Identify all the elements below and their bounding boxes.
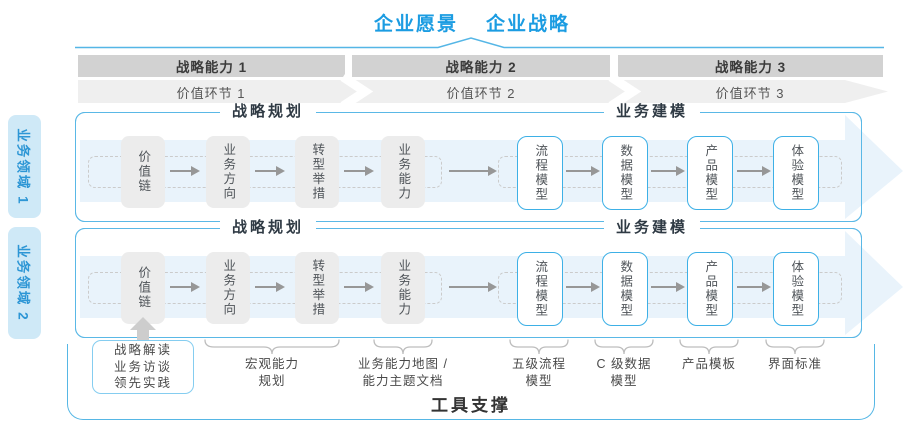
box-business-direction: 业务方向: [206, 252, 250, 324]
annotation-process-model: 五级流程 模型: [511, 357, 567, 388]
flow-arrow-icon: [170, 166, 200, 176]
box-label: 产品模型: [703, 144, 718, 202]
flow-arrow-icon: [255, 282, 285, 292]
brace-icon: [204, 339, 340, 355]
chevron-separator-icon: [340, 73, 374, 110]
section-header-modeling: 业务建模: [603, 103, 701, 121]
box-transformation-initiatives: 转型举措: [295, 252, 339, 324]
brace-icon: [373, 339, 433, 355]
capability-bar-label: 战略能力 1: [175, 60, 248, 75]
flow-arrow-icon: [449, 282, 497, 292]
up-arrow-shaft: [137, 330, 149, 342]
value-band-shape: [78, 80, 888, 103]
box-business-capability: 业务能力: [381, 136, 425, 208]
flow-arrow-icon: [737, 166, 771, 176]
box-process-model: 流程模型: [517, 252, 563, 326]
box-label: 价值链: [136, 266, 151, 310]
flow-arrow-icon: [255, 166, 285, 176]
box-label: 产品模型: [703, 260, 718, 318]
roof-caret-line: [75, 37, 884, 49]
annotation-capability-map: 业务能力地图 / 能力主题文档: [358, 357, 448, 388]
box-label: 转型举措: [310, 259, 325, 317]
page-title: 企业愿景 企业战略: [17, 9, 910, 36]
practice-sources-box: 战略解读 业务访谈 领先实践: [92, 340, 194, 394]
business-domain-1: 业务领域 1: [8, 115, 41, 218]
capability-bar-label: 战略能力 2: [445, 60, 517, 75]
tool-support-label: 工具支撑: [431, 396, 511, 415]
box-label: 数据模型: [618, 144, 633, 202]
box-product-model: 产品模型: [687, 252, 733, 326]
domain-row-2: 价值链 业务方向 转型举措 业务能力 流程模型 数据模型 产品模型 体验模型 战…: [0, 219, 910, 338]
box-label: 业务方向: [221, 259, 236, 317]
box-process-model: 流程模型: [517, 136, 563, 210]
box-label: 业务方向: [221, 143, 236, 201]
business-domain-2: 业务领域 2: [8, 227, 41, 339]
dashed-group-planning: [88, 272, 442, 304]
dashed-group-modeling: [498, 156, 842, 188]
annotation-ui-standard: 界面标准: [767, 357, 823, 371]
flow-arrow-icon: [651, 166, 685, 176]
flow-arrow-icon: [566, 166, 600, 176]
value-link-band: [78, 73, 888, 110]
box-data-model: 数据模型: [602, 136, 648, 210]
box-label: 流程模型: [533, 260, 548, 318]
title-vision: 企业愿景: [373, 14, 458, 35]
flow-arrow-icon: [566, 282, 600, 292]
flow-arrow-icon: [737, 282, 771, 292]
annotation-data-model: C 级数据 模型: [596, 357, 652, 388]
section-header-planning: 战略规划: [219, 103, 317, 121]
annotation-macro-capability: 宏观能力 规划: [244, 357, 300, 388]
tool-support-container: 工具支撑: [67, 344, 875, 420]
annotation-product-template: 产品模板: [681, 357, 737, 371]
box-label: 体验模型: [789, 260, 804, 318]
value-link-label-2: 价值环节 2: [446, 86, 516, 101]
dashed-group-planning: [88, 156, 442, 188]
dashed-group-modeling: [498, 272, 842, 304]
box-business-direction: 业务方向: [206, 136, 250, 208]
box-data-model: 数据模型: [602, 252, 648, 326]
box-label: 业务能力: [396, 259, 411, 317]
brace-icon: [679, 339, 739, 355]
brace-icon: [509, 339, 569, 355]
brace-icon: [765, 339, 825, 355]
box-label: 价值链: [136, 150, 151, 194]
flow-arrow-icon: [344, 282, 374, 292]
box-label: 体验模型: [789, 144, 804, 202]
capability-bar-label: 战略能力 3: [714, 60, 787, 75]
value-link-label-3: 价值环节 3: [715, 86, 785, 101]
box-label: 数据模型: [618, 260, 633, 318]
flow-arrow-icon: [170, 282, 200, 292]
value-link-label-1: 价值环节 1: [176, 86, 246, 101]
flow-arrow-icon: [449, 166, 497, 176]
up-arrow-icon: [130, 317, 156, 330]
box-product-model: 产品模型: [687, 136, 733, 210]
box-label: 流程模型: [533, 144, 548, 202]
box-business-capability: 业务能力: [381, 252, 425, 324]
box-label: 业务能力: [396, 143, 411, 201]
capability-bar-3: 战略能力 3: [618, 55, 883, 77]
title-strategy: 企业战略: [486, 14, 571, 35]
box-value-chain: 价值链: [121, 136, 165, 208]
box-transformation-initiatives: 转型举措: [295, 136, 339, 208]
flow-arrow-icon: [344, 166, 374, 176]
box-label: 转型举措: [310, 143, 325, 201]
section-header-modeling: 业务建模: [603, 219, 701, 237]
section-header-planning: 战略规划: [219, 219, 317, 237]
chevron-separator-icon: [608, 73, 642, 110]
box-value-chain: 价值链: [121, 252, 165, 324]
domain-row-1: 价值链 业务方向 转型举措 业务能力 流程模型 数据模型 产品模型 体验模型 战…: [0, 103, 910, 222]
caret-line-icon: [75, 37, 884, 49]
capability-bar-1: 战略能力 1: [78, 55, 345, 77]
brace-icon: [594, 339, 654, 355]
box-experience-model: 体验模型: [773, 252, 819, 326]
flow-arrow-icon: [651, 282, 685, 292]
capability-bar-2: 战略能力 2: [352, 55, 610, 77]
box-experience-model: 体验模型: [773, 136, 819, 210]
